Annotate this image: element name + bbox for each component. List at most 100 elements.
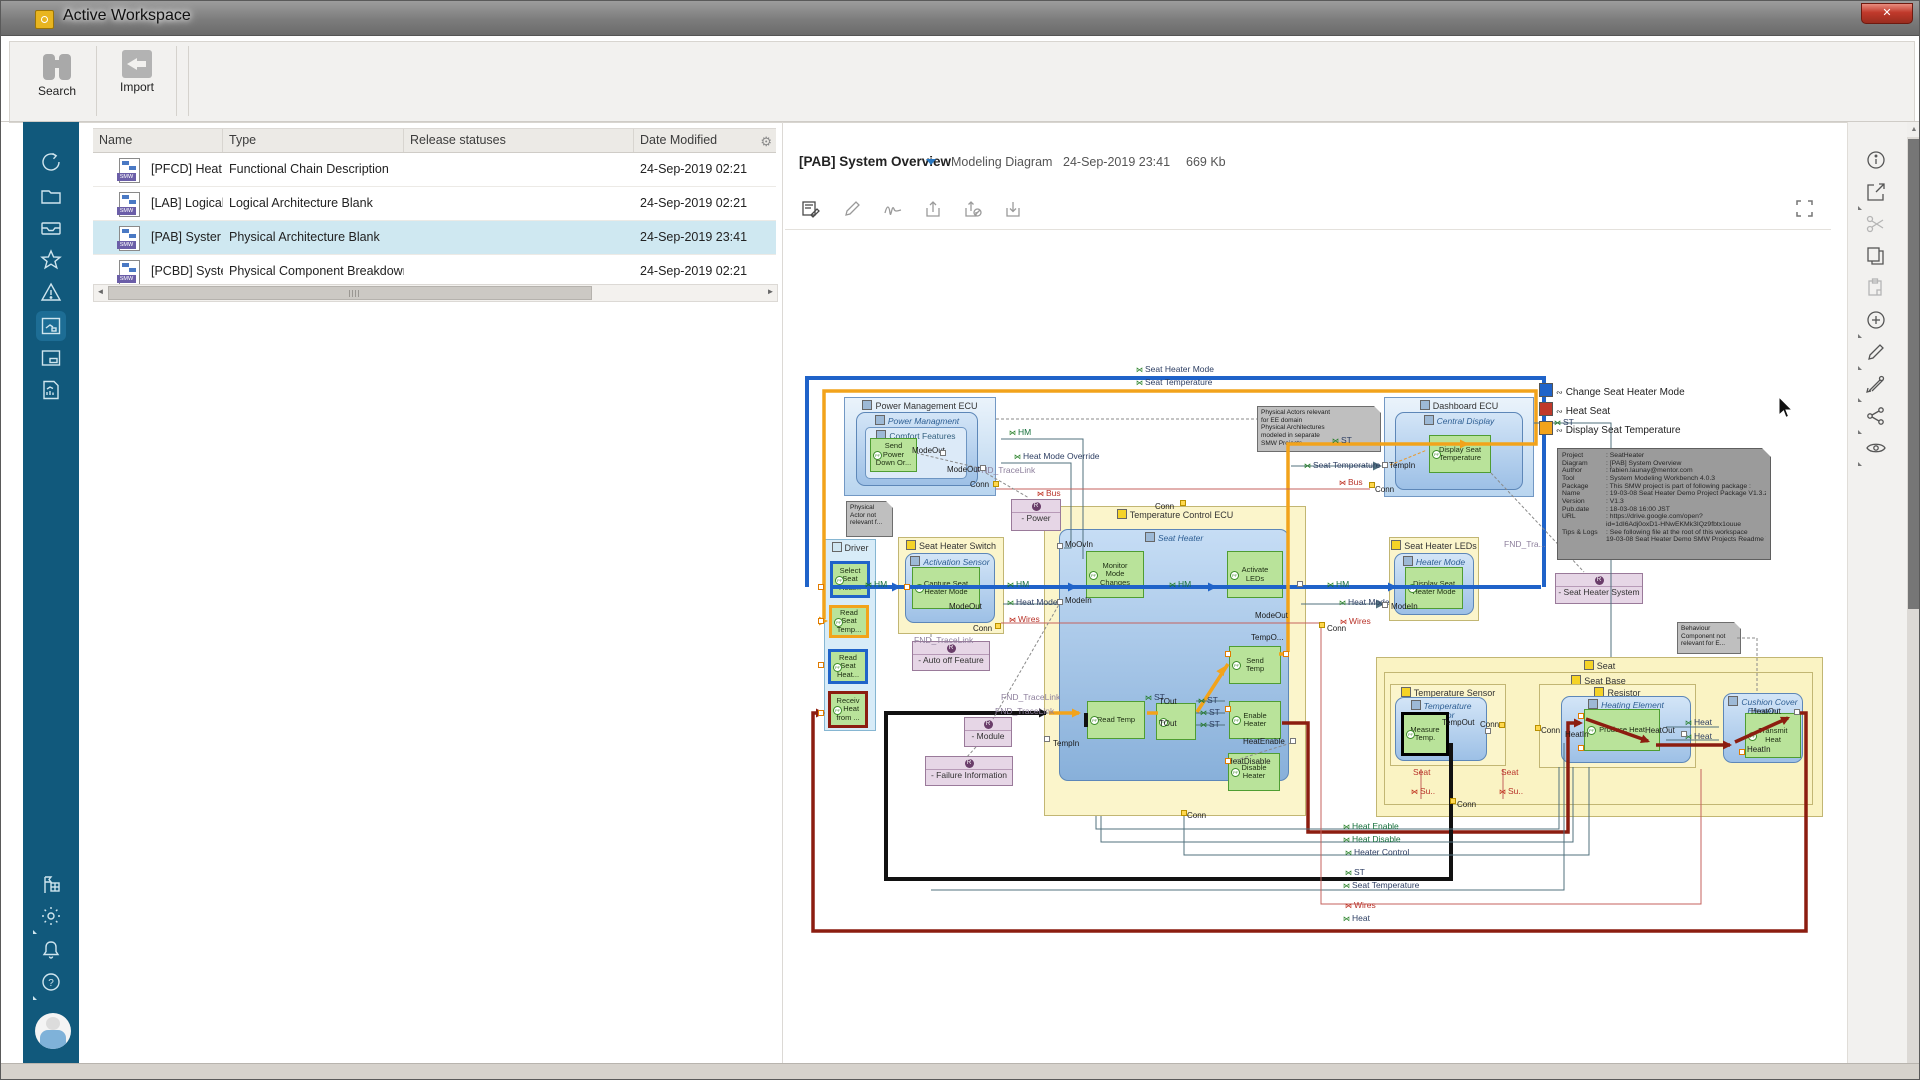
sidebar-item-settings[interactable] xyxy=(39,904,63,928)
file-name: [PFCD] Heat Se xyxy=(151,162,223,176)
window-vertical-scrollbar[interactable]: ▲ xyxy=(1907,122,1920,1063)
component-heating-element: Heating Element xyxy=(1561,696,1691,763)
diagram-label: FND_TraceLink xyxy=(976,465,1035,475)
scrollbar-thumb[interactable] xyxy=(108,286,592,300)
diagram-label: Seat xyxy=(1413,767,1431,777)
diagram-port xyxy=(1225,758,1231,764)
add-button[interactable] xyxy=(1864,308,1888,332)
diagram-label: MoOvIn xyxy=(1065,540,1093,549)
component-activation-sensor: Activation Sensor xyxy=(905,553,995,623)
diagram-label: ⋈Bus xyxy=(1339,477,1363,487)
edit-properties-button[interactable] xyxy=(1864,340,1888,364)
fn-disable-heater: Disable Heater xyxy=(1228,753,1280,791)
sidebar-item-favorites[interactable] xyxy=(39,248,63,272)
sidebar-item-help[interactable]: ? xyxy=(39,970,63,994)
fn-measure-temp: Measure Temp. xyxy=(1401,712,1449,756)
sidebar-item-alerts[interactable] xyxy=(39,280,63,304)
column-header-date[interactable]: Date Modified ⚙ xyxy=(634,129,776,152)
scroll-right-arrow[interactable]: ► xyxy=(764,285,777,299)
note-behaviour-component: Behaviour Component not relevant for E..… xyxy=(1677,622,1741,654)
fn-produce-heat: Produce Heat xyxy=(1584,709,1660,751)
fullscreen-button[interactable] xyxy=(1796,200,1813,217)
sidebar-item-organization[interactable] xyxy=(39,873,63,897)
component-central-display: Central Display xyxy=(1395,412,1523,490)
sidebar-item-reports[interactable] xyxy=(39,378,63,402)
diagram-label: TempO... xyxy=(1251,633,1283,642)
import-button[interactable]: Import xyxy=(102,46,172,116)
column-header-release[interactable]: Release statuses xyxy=(404,129,634,152)
download-button[interactable] xyxy=(1003,199,1023,219)
table-row[interactable]: SMW[LAB] Logical SLogical Architecture B… xyxy=(93,187,776,221)
cell-name[interactable]: SMW[PAB] Syster↗ xyxy=(93,221,223,254)
chevron-down-icon[interactable] xyxy=(926,159,936,165)
cut-button[interactable] xyxy=(1864,212,1888,236)
diagram-port xyxy=(1369,482,1375,488)
edit-button[interactable] xyxy=(842,199,862,219)
app-icon xyxy=(35,10,54,29)
share-relations-button[interactable] xyxy=(1864,404,1888,428)
table-settings-gear-icon[interactable]: ⚙ xyxy=(760,131,772,152)
constraint-failure-info: R- Failure Information xyxy=(925,756,1013,786)
open-button[interactable] xyxy=(1864,180,1888,204)
paste-button[interactable] xyxy=(1864,276,1888,300)
user-avatar[interactable] xyxy=(35,1013,71,1049)
close-button[interactable]: ✕ xyxy=(1861,3,1913,24)
cell-name[interactable]: SMW[LAB] Logical S xyxy=(93,187,223,220)
table-header[interactable]: Name Type Release statuses Date Modified… xyxy=(93,128,776,153)
sidebar-item-folders[interactable] xyxy=(39,184,63,208)
tools-icon xyxy=(1864,372,1888,396)
scrollbar-thumb[interactable] xyxy=(1908,139,1920,609)
node-temperature-sensor: Temperature Sensor xyxy=(1390,684,1506,766)
info-button[interactable] xyxy=(1864,148,1888,172)
copy-icon xyxy=(1864,244,1888,268)
title-bar[interactable]: Active Workspace ✕ xyxy=(1,1,1920,36)
sidebar-item-history[interactable] xyxy=(39,150,63,174)
column-header-type[interactable]: Type xyxy=(223,129,404,152)
note-physical-actor: Physical Actor not relevant f... xyxy=(846,501,893,537)
share-blocked-button[interactable] xyxy=(963,199,983,219)
diagram-label: TempIn xyxy=(1389,461,1415,470)
gear-icon xyxy=(39,904,63,928)
submenu-indicator xyxy=(33,996,37,1000)
view-button[interactable] xyxy=(1864,436,1888,460)
tools-button[interactable] xyxy=(1864,372,1888,396)
diagram-label: Conn xyxy=(1187,811,1206,820)
file-table-body: SMW[PFCD] Heat SeFunctional Chain Descri… xyxy=(93,153,776,289)
report-document-icon xyxy=(39,378,63,402)
cell-release xyxy=(404,187,634,220)
signature-button[interactable] xyxy=(883,199,903,219)
copy-button[interactable] xyxy=(1864,244,1888,268)
add-plus-icon xyxy=(1864,308,1888,332)
fn-activate-leds: Activate LEDs xyxy=(1227,551,1283,598)
diagram-label: Conn xyxy=(1480,720,1499,729)
table-horizontal-scrollbar[interactable]: ◄ ► xyxy=(93,284,778,302)
search-button[interactable]: Search xyxy=(22,46,92,116)
submenu-indicator xyxy=(33,930,37,934)
table-row[interactable]: SMW[PAB] Syster↗Physical Architecture Bl… xyxy=(93,221,776,255)
sidebar-item-layout[interactable] xyxy=(39,346,63,370)
sidebar-item-diagrams[interactable] xyxy=(39,314,63,338)
scroll-left-arrow[interactable]: ◄ xyxy=(94,285,107,299)
share-button[interactable] xyxy=(923,199,943,219)
sidebar-item-inbox[interactable] xyxy=(39,216,63,240)
cell-date: 24-Sep-2019 23:41 xyxy=(634,221,776,254)
fn-unnamed xyxy=(1156,703,1196,740)
column-header-name[interactable]: Name xyxy=(93,129,223,152)
diagram-label: ⋈Heat xyxy=(1685,731,1712,741)
smw-file-icon: SMW xyxy=(119,192,140,217)
diagram-label: ⋈Seat Heater Mode xyxy=(1136,364,1214,374)
node-seat-heater-switch: Seat Heater Switch xyxy=(898,537,1004,634)
table-row[interactable]: SMW[PFCD] Heat SeFunctional Chain Descri… xyxy=(93,153,776,187)
diagram-port xyxy=(1283,651,1289,657)
share-blocked-icon xyxy=(963,199,983,219)
diagram-port xyxy=(1485,728,1491,734)
cell-name[interactable]: SMW[PFCD] Heat Se xyxy=(93,153,223,186)
download-icon xyxy=(1003,199,1023,219)
node-resistor: Resistor xyxy=(1539,684,1696,768)
scroll-up-arrow[interactable]: ▲ xyxy=(1907,122,1920,137)
diagram-label: TOut xyxy=(1159,697,1177,706)
sidebar-item-notifications[interactable] xyxy=(39,938,63,962)
markup-button[interactable] xyxy=(801,199,821,219)
legend-item: ∾Change Seat Heater Mode xyxy=(1539,382,1685,396)
